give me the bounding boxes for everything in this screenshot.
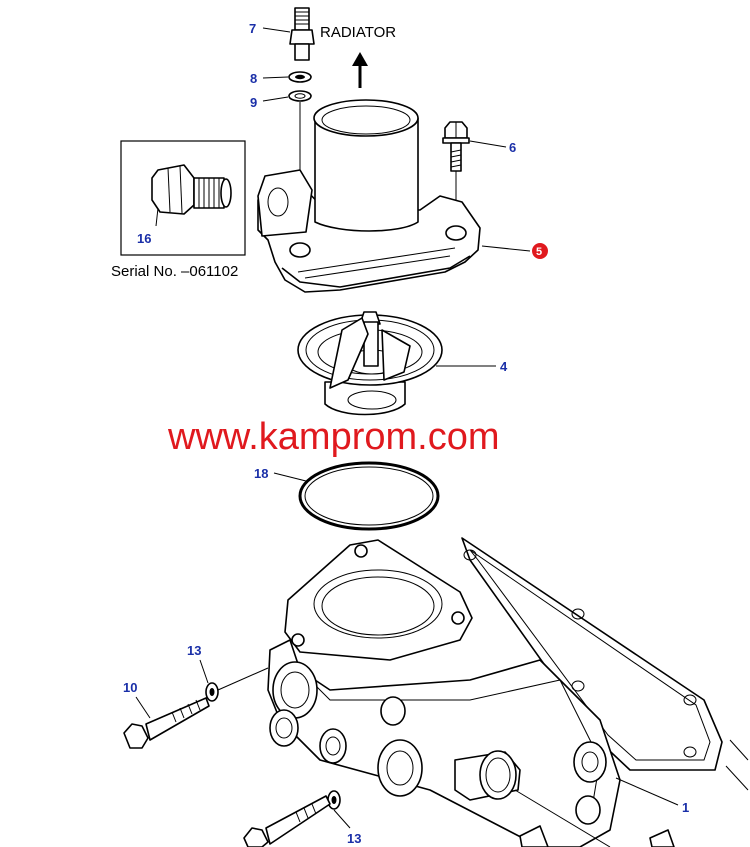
callout-16: 16 — [137, 231, 151, 246]
part-13-washer-upper[interactable] — [205, 682, 219, 702]
part-6-bolt[interactable] — [442, 121, 470, 172]
callout-9: 9 — [250, 95, 257, 110]
watermark-text: www.kamprom.com — [167, 416, 500, 458]
callout-8: 8 — [250, 71, 257, 86]
lower-bolt[interactable] — [243, 795, 331, 847]
callout-10: 10 — [123, 680, 137, 695]
callout-1: 1 — [682, 800, 689, 815]
part-5-thermostat-cover[interactable] — [257, 99, 481, 293]
callout-7: 7 — [249, 21, 256, 36]
callout-18: 18 — [254, 466, 268, 481]
part-7-stud-bolt[interactable] — [289, 7, 315, 61]
radiator-label: RADIATOR — [320, 24, 396, 41]
highlight-badge-5 — [532, 243, 548, 259]
part-8-washer[interactable] — [288, 71, 312, 83]
callout-13-upper: 13 — [187, 643, 201, 658]
part-13-washer-lower[interactable] — [327, 790, 341, 810]
serial-number-label: Serial No. –061102 — [111, 263, 238, 280]
callout-13-lower: 13 — [347, 831, 361, 846]
callout-4: 4 — [500, 359, 508, 374]
part-4-thermostat[interactable] — [297, 311, 443, 416]
part-16-plug[interactable] — [151, 164, 232, 215]
callout-5: 5 — [536, 246, 542, 258]
gasket[interactable] — [461, 537, 723, 771]
part-9-o-ring[interactable] — [288, 90, 312, 102]
callout-6: 6 — [509, 140, 516, 155]
part-10-bolt[interactable] — [123, 697, 210, 749]
radiator-arrow-icon — [352, 52, 368, 88]
serial-inset-box — [120, 140, 246, 256]
part-1-thermostat-housing[interactable] — [267, 539, 675, 847]
part-18-o-ring[interactable] — [298, 461, 440, 531]
